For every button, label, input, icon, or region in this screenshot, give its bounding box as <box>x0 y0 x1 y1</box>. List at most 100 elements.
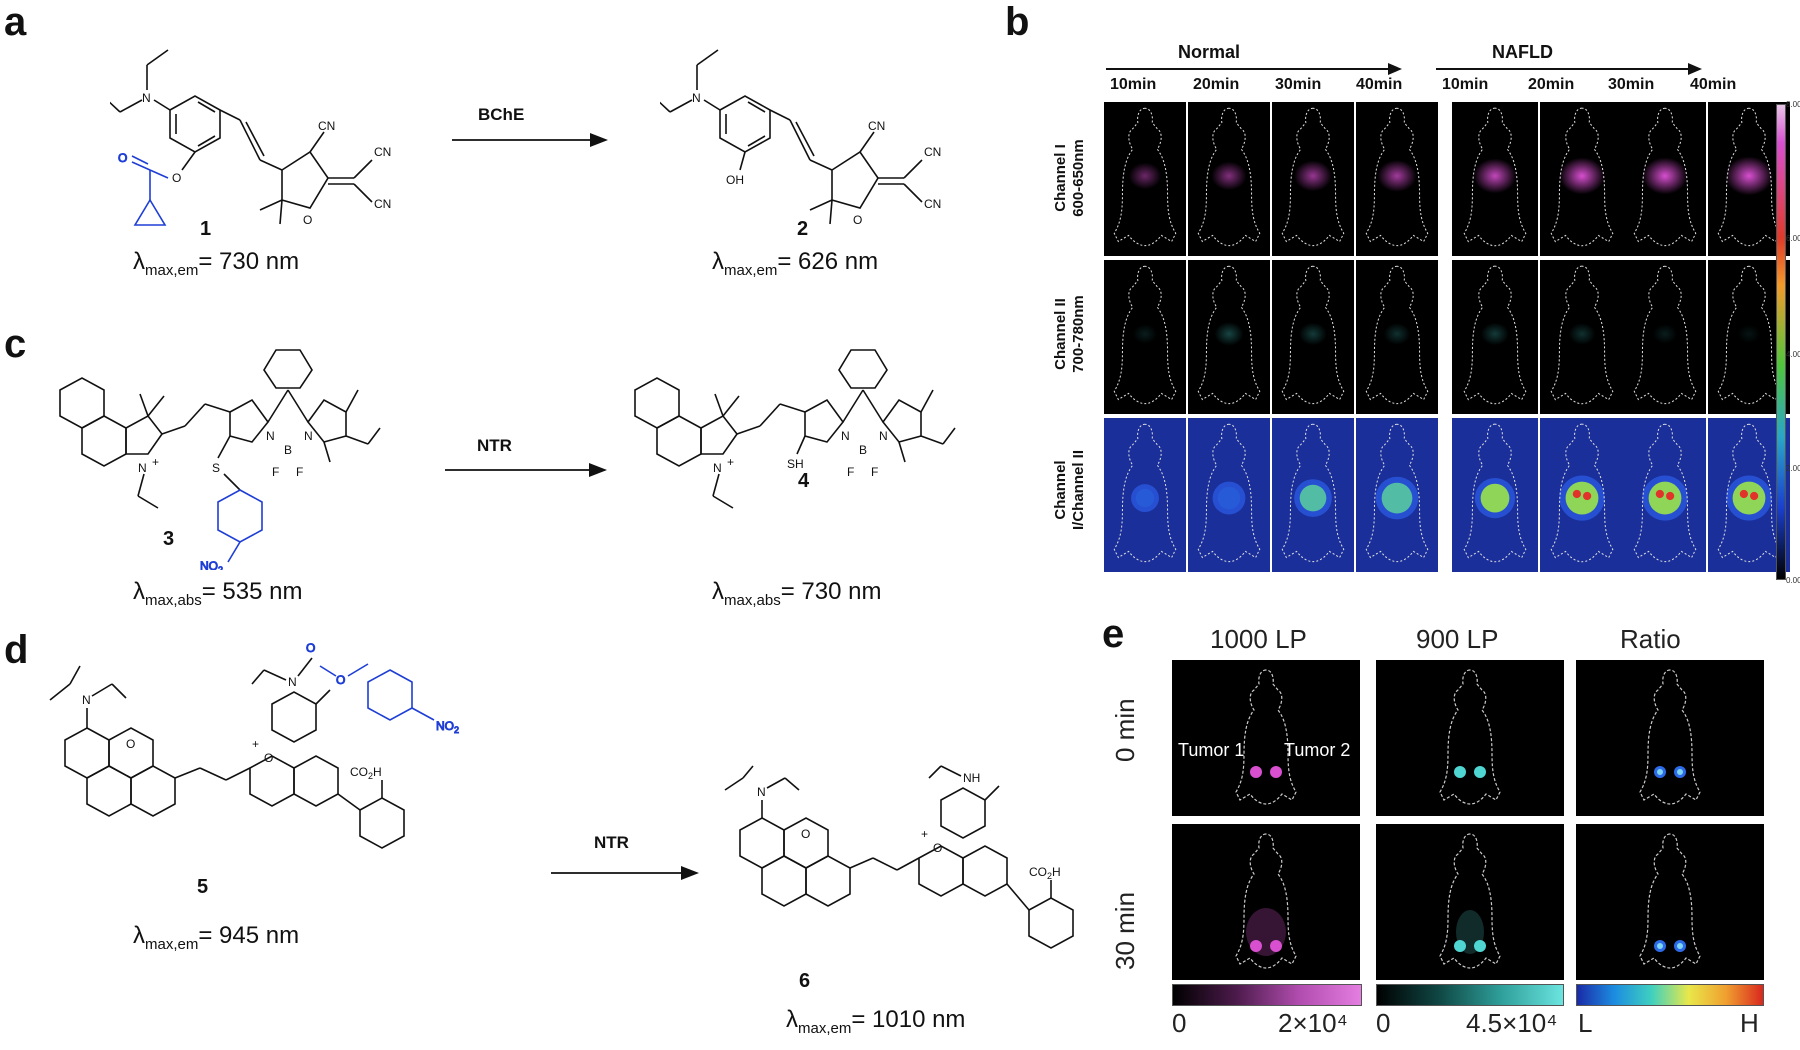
svg-text:O: O <box>118 151 127 165</box>
reaction-arrow-d <box>551 866 699 880</box>
colorbar-900lp-max: 4.5×10⁴ <box>1466 1008 1558 1038</box>
reaction-arrow-a-label: BChE <box>478 105 525 124</box>
image-cell-r0-c6 <box>1624 102 1706 256</box>
svg-text:NO2: NO2 <box>436 719 459 735</box>
svg-text:CN: CN <box>374 197 391 211</box>
svg-text:F: F <box>847 465 854 479</box>
svg-text:B: B <box>284 443 292 457</box>
e-column-ratio: Ratio <box>1620 624 1681 654</box>
svg-text:O: O <box>336 673 345 687</box>
time-normal-40: 40min <box>1356 76 1403 93</box>
reaction-arrow-c-label: NTR <box>477 436 512 455</box>
colorbar-1000lp-max: 2×10⁴ <box>1278 1008 1348 1038</box>
svg-text:N: N <box>713 461 722 475</box>
image-cell-r0-c3 <box>1356 102 1438 256</box>
colorbar-900lp-min: 0 <box>1376 1008 1391 1038</box>
svg-text:N: N <box>304 429 313 443</box>
compound-6-label: 6 <box>799 970 811 992</box>
image-cell-r2-c3 <box>1356 418 1438 572</box>
compound-4-lambda: λmax,abs= 730 nm <box>712 578 882 609</box>
svg-text:NO2: NO2 <box>200 559 223 570</box>
image-cell-r2-c1 <box>1188 418 1270 572</box>
image-cell-r0-c1 <box>1188 102 1270 256</box>
image-cell-r0-c5 <box>1540 102 1624 256</box>
e-image-r0-c1 <box>1376 660 1564 816</box>
image-cell-r1-c4 <box>1452 260 1538 414</box>
svg-text:B: B <box>859 443 867 457</box>
panel-letter-d: d <box>4 628 29 672</box>
colorbar-ratio-min: L <box>1578 1008 1593 1038</box>
svg-text:O: O <box>126 737 135 751</box>
compound-3-lambda: λmax,abs= 535 nm <box>133 578 303 609</box>
image-cell-r2-c6 <box>1624 418 1706 572</box>
svg-text:SH: SH <box>787 457 804 471</box>
panel-letter-b: b <box>1005 0 1030 44</box>
e-column-900lp: 900 LP <box>1416 624 1499 654</box>
e-image-r1-c1 <box>1376 824 1564 980</box>
svg-text:N: N <box>82 693 91 707</box>
panel-letter-e: e <box>1102 612 1125 656</box>
svg-text:N: N <box>692 91 701 105</box>
molecule-6-structure: N O O+ NH CO2H <box>724 765 1074 949</box>
svg-text:O: O <box>933 841 942 855</box>
svg-text:CN: CN <box>924 197 941 211</box>
reaction-arrow-c <box>445 463 607 477</box>
group-arrow-normal <box>1106 63 1402 75</box>
image-cell-r1-c5 <box>1540 260 1624 414</box>
svg-text:O: O <box>853 213 862 227</box>
svg-text:N: N <box>757 785 766 799</box>
compound-1-label: 1 <box>200 218 212 240</box>
svg-text:O: O <box>801 827 810 841</box>
compound-1-lambda: λmax,em= 730 nm <box>133 248 300 279</box>
svg-text:S: S <box>212 461 220 475</box>
svg-text:N: N <box>266 429 275 443</box>
svg-text:NH: NH <box>963 771 980 785</box>
image-cell-r1-c6 <box>1624 260 1706 414</box>
compound-3-label: 3 <box>163 528 175 550</box>
scale-tick-6: 6.00 <box>1786 234 1800 243</box>
svg-text:O: O <box>172 171 181 185</box>
group-label-normal: Normal <box>1178 42 1241 62</box>
svg-text:O: O <box>264 751 273 765</box>
scale-tick-8: 8.00 <box>1786 100 1800 109</box>
e-image-r1-c0 <box>1172 824 1360 980</box>
reaction-arrow-d-label: NTR <box>594 833 629 852</box>
e-column-1000lp: 1000 LP <box>1210 624 1307 654</box>
time-normal-20: 20min <box>1193 76 1240 93</box>
tumor-1-label: Tumor 1 <box>1178 740 1245 760</box>
compound-2-lambda: λmax,em= 626 nm <box>712 248 879 279</box>
molecule-5-structure: N O O + N O O NO2 CO2H <box>49 641 460 849</box>
svg-text:+: + <box>152 455 159 469</box>
time-nafld-10: 10min <box>1442 76 1489 93</box>
svg-text:N: N <box>288 675 297 689</box>
svg-text:CO2H: CO2H <box>350 765 382 781</box>
svg-text:+: + <box>921 827 928 841</box>
compound-4-label: 4 <box>798 470 810 492</box>
svg-text:CN: CN <box>374 145 391 159</box>
e-image-r1-c2 <box>1576 824 1764 980</box>
svg-text:N: N <box>138 461 147 475</box>
time-nafld-40: 40min <box>1690 76 1737 93</box>
svg-text:F: F <box>871 465 878 479</box>
molecule-1-structure: N O O CN CN CN O <box>110 49 391 227</box>
svg-text:+: + <box>252 737 259 751</box>
compound-6-lambda: λmax,em= 1010 nm <box>786 1006 966 1037</box>
molecule-2-structure: N OH CN CN CN O <box>660 49 941 227</box>
image-cell-r2-c0 <box>1104 418 1186 572</box>
panel-letter-a: a <box>4 0 27 44</box>
svg-text:O: O <box>303 213 312 227</box>
colorbar-1000lp <box>1172 984 1362 1006</box>
scale-tick-4: 4.00 <box>1786 350 1800 359</box>
image-cell-r2-c5 <box>1540 418 1624 572</box>
compound-2-label: 2 <box>797 218 809 240</box>
image-cell-r1-c1 <box>1188 260 1270 414</box>
svg-text:O: O <box>306 641 315 655</box>
svg-text:CN: CN <box>868 119 885 133</box>
compound-5-lambda: λmax,em= 945 nm <box>133 922 300 953</box>
imaging-grid-b <box>1104 102 1794 582</box>
